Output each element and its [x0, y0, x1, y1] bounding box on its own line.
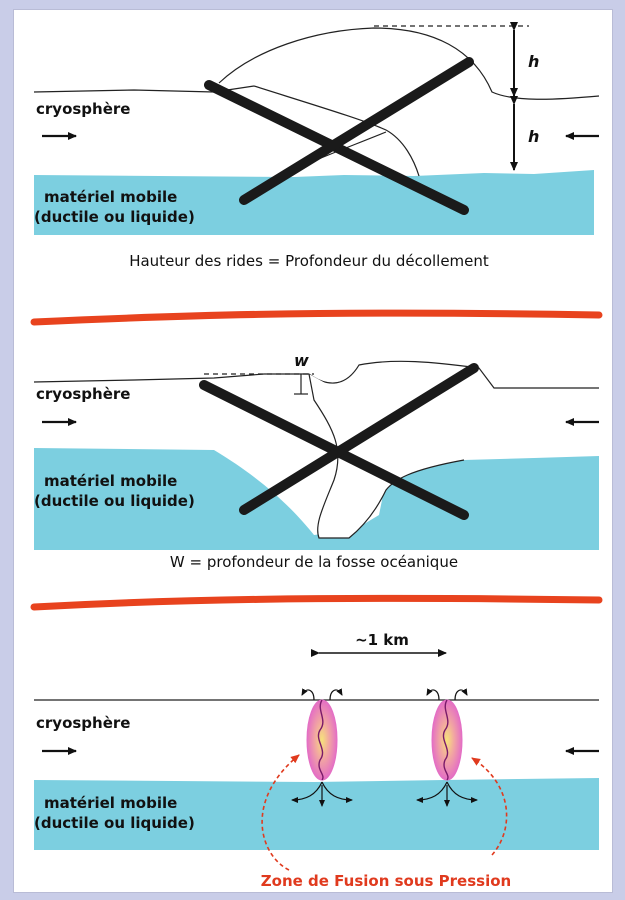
mobile-label-1-line2: (ductile ou liquide): [34, 208, 195, 226]
mobile-label-2-line1: matériel mobile: [44, 472, 177, 490]
height-label-upper: h: [528, 52, 539, 71]
cryosphere-label-3: cryosphère: [36, 714, 130, 732]
diagram-canvas: h h cryosphère matériel mobile (ductile …: [14, 10, 614, 894]
panel-1: h h cryosphère matériel mobile (ductile …: [34, 26, 599, 270]
cryosphere-label-2: cryosphère: [36, 385, 130, 403]
panel-3: ~1 km cryosphère matériel mobile: [34, 631, 599, 890]
cryosphere-label-1: cryosphère: [36, 100, 130, 118]
separator-stroke-1: [34, 313, 599, 322]
spacing-label: ~1 km: [355, 631, 409, 649]
mobile-label-3-line2: (ductile ou liquide): [34, 814, 195, 832]
caption-2: W = profondeur de la fosse océanique: [170, 553, 458, 571]
caption-1: Hauteur des rides = Profondeur du décoll…: [129, 252, 489, 270]
separator-stroke-2: [34, 598, 599, 607]
mobile-label-2-line2: (ductile ou liquide): [34, 492, 195, 510]
surface-line-2: [34, 374, 309, 382]
mobile-label-1-line1: matériel mobile: [44, 188, 177, 206]
figure-frame: h h cryosphère matériel mobile (ductile …: [13, 9, 613, 893]
thrust-block-1: [254, 86, 419, 176]
depth-label-w: w: [294, 351, 309, 370]
mobile-label-3-line1: matériel mobile: [44, 794, 177, 812]
ridge-outline-1: [219, 28, 599, 99]
height-label-lower: h: [528, 127, 539, 146]
caption-3: Zone de Fusion sous Pression: [261, 872, 511, 890]
panel-2: w cryosphère matériel mobile (ductile ou…: [34, 351, 599, 571]
